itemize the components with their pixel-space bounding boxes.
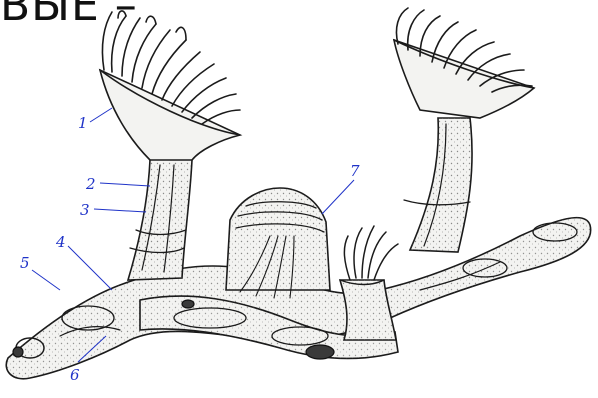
label-4: 4 xyxy=(55,233,66,251)
callout-7: 7 xyxy=(322,162,360,214)
label-3: 3 xyxy=(80,201,90,219)
callout-1: 1 xyxy=(78,108,112,132)
label-1: 1 xyxy=(78,114,88,132)
callout-4: 4 xyxy=(55,233,112,290)
label-5: 5 xyxy=(20,254,30,272)
callout-3: 3 xyxy=(80,201,146,219)
label-7: 7 xyxy=(350,162,360,180)
zooid-right xyxy=(394,8,534,252)
callout-2: 2 xyxy=(85,175,150,193)
zooid-center-retracted xyxy=(226,188,330,298)
callout-5: 5 xyxy=(20,254,60,290)
label-2: 2 xyxy=(85,175,96,193)
zooid-small xyxy=(340,226,398,340)
label-6: 6 xyxy=(70,366,80,384)
zooid-left xyxy=(100,11,240,280)
